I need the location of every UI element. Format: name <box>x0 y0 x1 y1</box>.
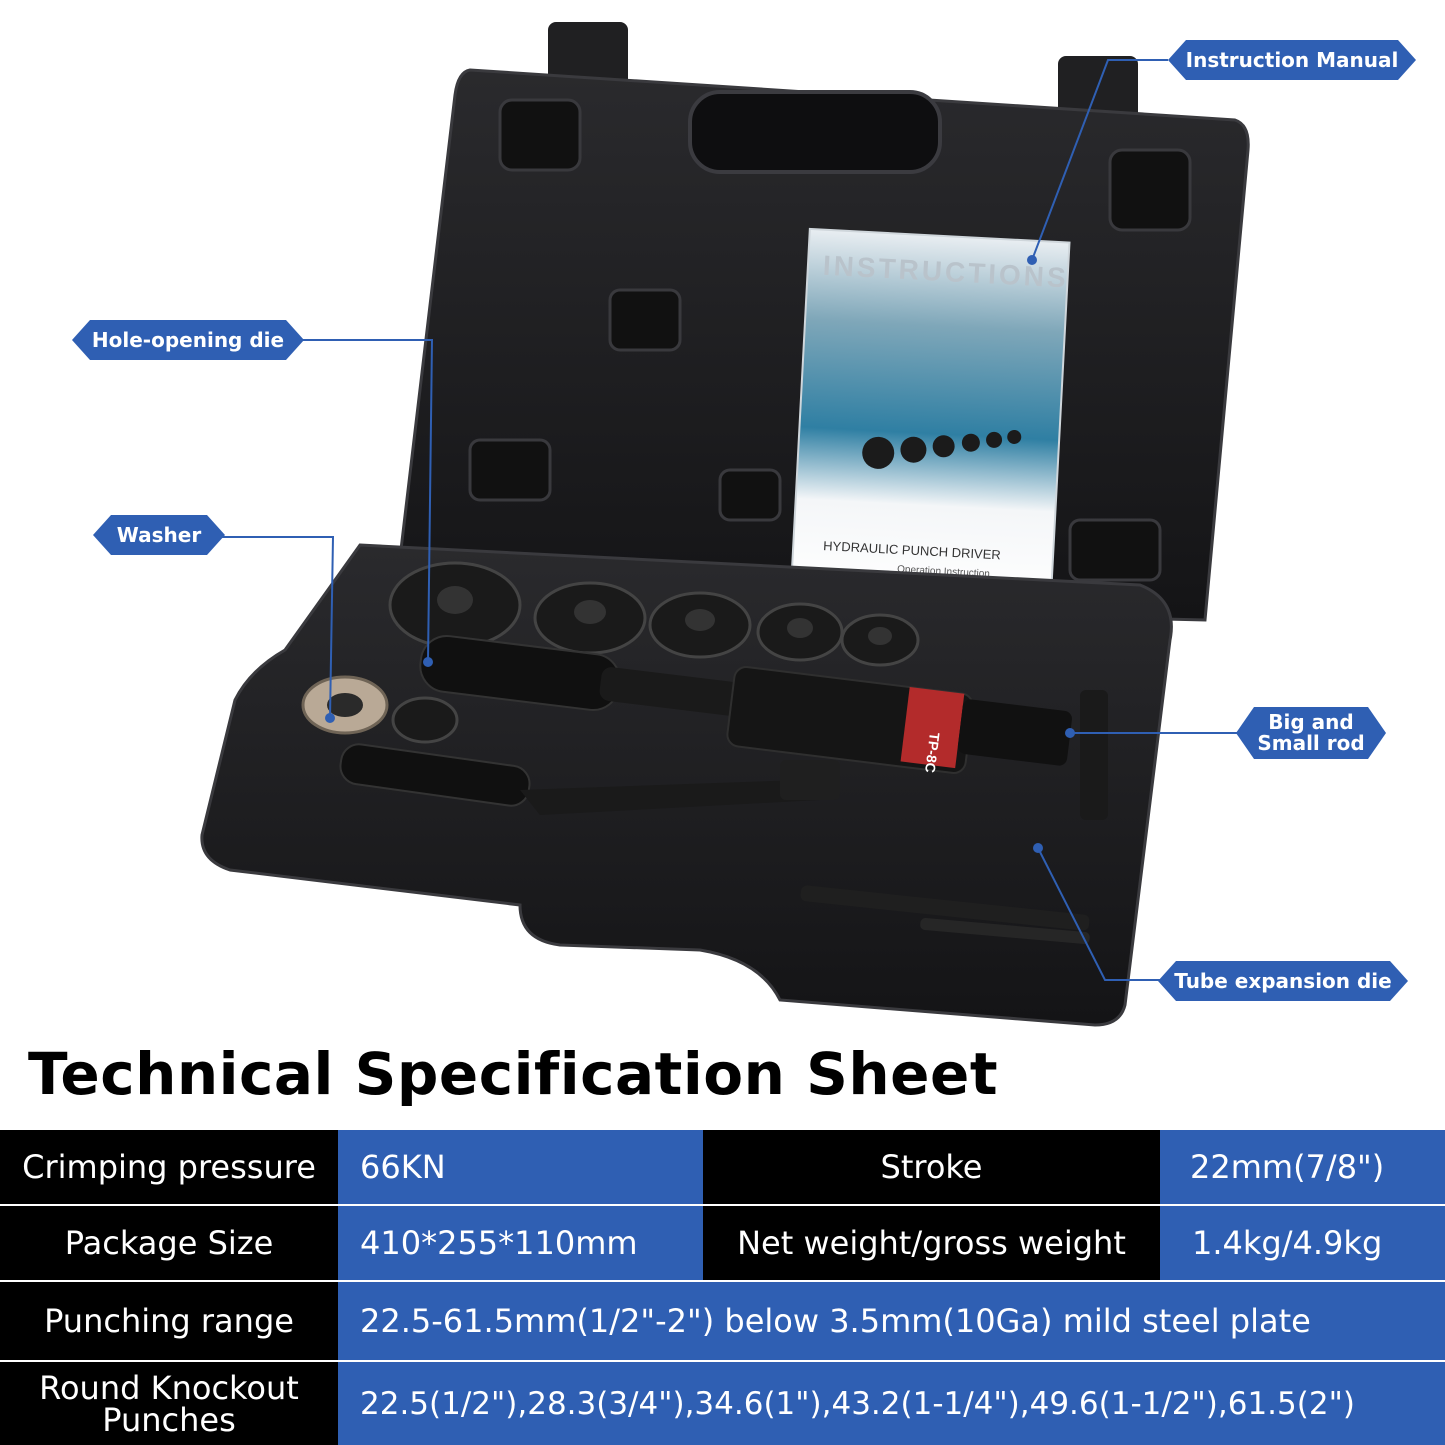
callout-hole-opening-die: Hole-opening die <box>72 320 304 360</box>
hydraulic-tool: TP-8C <box>339 634 1108 820</box>
crimping-pressure-value: 66KN <box>338 1130 703 1204</box>
product-photo: INSTRUCTIONS HYDRAULIC PUNCH DRIVER Oper… <box>200 22 1250 1027</box>
callout-tube-expansion-die-label: Tube expansion die <box>1174 968 1392 993</box>
rods <box>800 885 1090 944</box>
callout-tube-expansion-die: Tube expansion die <box>1158 961 1408 1001</box>
knockout-punches-value: 22.5(1/2"),28.3(3/4"),34.6(1"),43.2(1-1/… <box>338 1362 1445 1445</box>
punch-dies <box>388 561 920 744</box>
tool-model-label: TP-8C <box>922 732 943 774</box>
callout-instruction-manual-label: Instruction Manual <box>1185 47 1399 72</box>
callout-big-small-rod-label: Big and Small rod <box>1257 710 1365 755</box>
spec-row-package: Package Size 410*255*110mm Net weight/gr… <box>0 1206 1445 1280</box>
punching-range-value: 22.5-61.5mm(1/2"-2") below 3.5mm(10Ga) m… <box>338 1282 1445 1360</box>
weight-value: 1.4kg/4.9kg <box>1160 1206 1445 1280</box>
package-size-label: Package Size <box>0 1206 338 1280</box>
callout-dots <box>325 255 1075 853</box>
stroke-value: 22mm(7/8") <box>1160 1130 1445 1204</box>
washer <box>301 675 389 735</box>
spec-row-punching-range: Punching range 22.5-61.5mm(1/2"-2") belo… <box>0 1282 1445 1360</box>
spec-sheet-title: Technical Specification Sheet <box>28 1040 999 1108</box>
callout-washer: Washer <box>93 515 225 555</box>
spec-row-crimping: Crimping pressure 66KN Stroke 22mm(7/8") <box>0 1130 1445 1204</box>
callout-washer-label: Washer <box>116 522 202 547</box>
weight-label: Net weight/gross weight <box>703 1206 1160 1280</box>
package-size-value: 410*255*110mm <box>338 1206 703 1280</box>
callout-big-small-rod: Big and Small rod <box>1236 707 1386 759</box>
spec-row-knockout: Round Knockout Punches 22.5(1/2"),28.3(3… <box>0 1362 1445 1445</box>
callout-instruction-manual: Instruction Manual <box>1168 40 1416 80</box>
callout-leader-lines <box>222 59 1238 981</box>
callout-hole-opening-die-label: Hole-opening die <box>91 327 285 352</box>
knockout-punches-label: Round Knockout Punches <box>0 1362 338 1445</box>
stroke-label: Stroke <box>703 1130 1160 1204</box>
crimping-pressure-label: Crimping pressure <box>0 1130 338 1204</box>
punching-range-label: Punching range <box>0 1282 338 1360</box>
instruction-manual: INSTRUCTIONS HYDRAULIC PUNCH DRIVER Oper… <box>789 227 1071 604</box>
